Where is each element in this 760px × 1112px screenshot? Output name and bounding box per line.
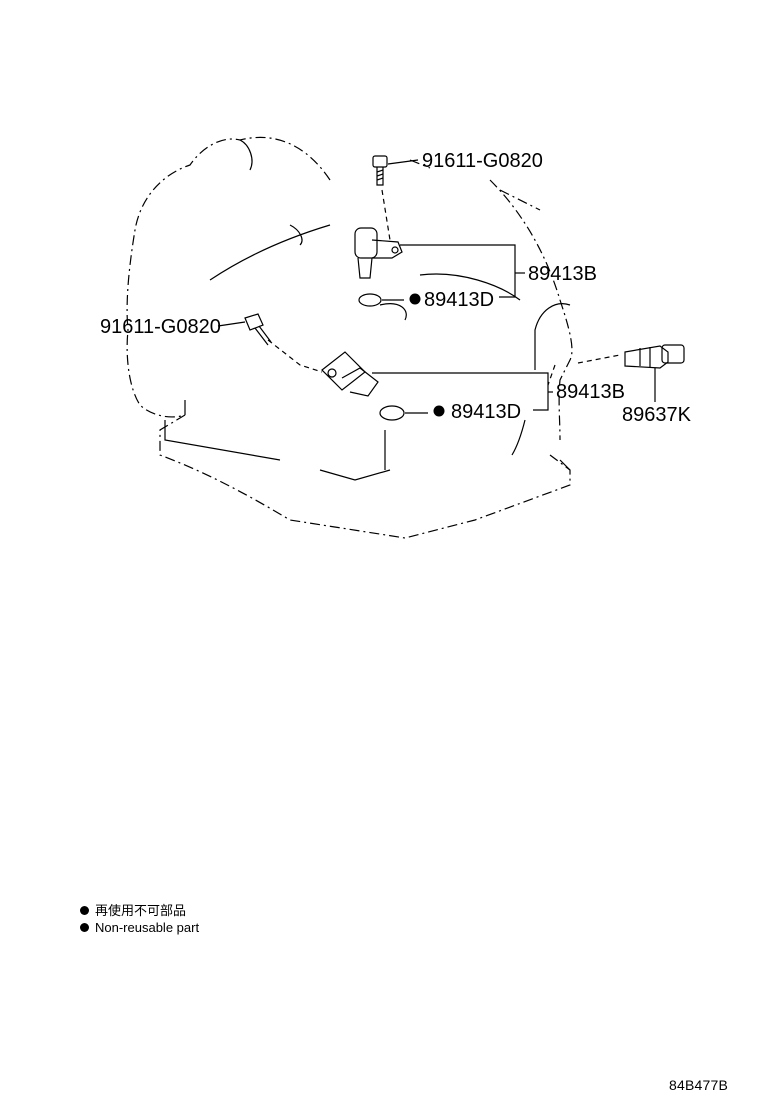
leader-lines [217, 159, 656, 414]
bolt-left-icon [244, 313, 272, 346]
speed-sensor-lower-icon [321, 351, 379, 397]
nonreusable-marker-lower [433, 405, 445, 417]
part-label-oring-upper: 89413D [424, 289, 494, 311]
legend-en-text: Non-reusable part [95, 920, 200, 935]
nonreusable-marker-upper [409, 293, 421, 305]
illustration-code: 84B477B [669, 1077, 729, 1093]
speed-sensor-upper-icon [354, 227, 403, 279]
part-label-bolt-left: 91611-G0820 [100, 316, 221, 338]
part-label-oring-lower: 89413D [451, 401, 521, 423]
bullet-icon [80, 906, 89, 915]
oring-upper-icon [358, 293, 382, 307]
pressure-switch-icon [624, 344, 685, 369]
part-label-switch-right: 89637K [622, 404, 692, 426]
legend-jp-text: 再使用不可部品 [95, 903, 187, 918]
legend-row-en: Non-reusable part [80, 919, 199, 936]
oring-lower-icon [379, 405, 405, 421]
part-label-bolt-top: 91611-G0820 [422, 150, 543, 172]
part-label-sensor-lower: 89413B [556, 381, 625, 403]
legend-row-jp: 再使用不可部品 [80, 902, 199, 919]
housing-contours [164, 139, 571, 481]
assembly-lines [267, 189, 621, 386]
legend: 再使用不可部品 Non-reusable part [80, 902, 199, 936]
bullet-icon [80, 923, 89, 932]
bolt-top-icon [372, 155, 388, 186]
part-label-sensor-upper: 89413B [528, 263, 597, 285]
transmission-housing-outline [126, 136, 573, 539]
